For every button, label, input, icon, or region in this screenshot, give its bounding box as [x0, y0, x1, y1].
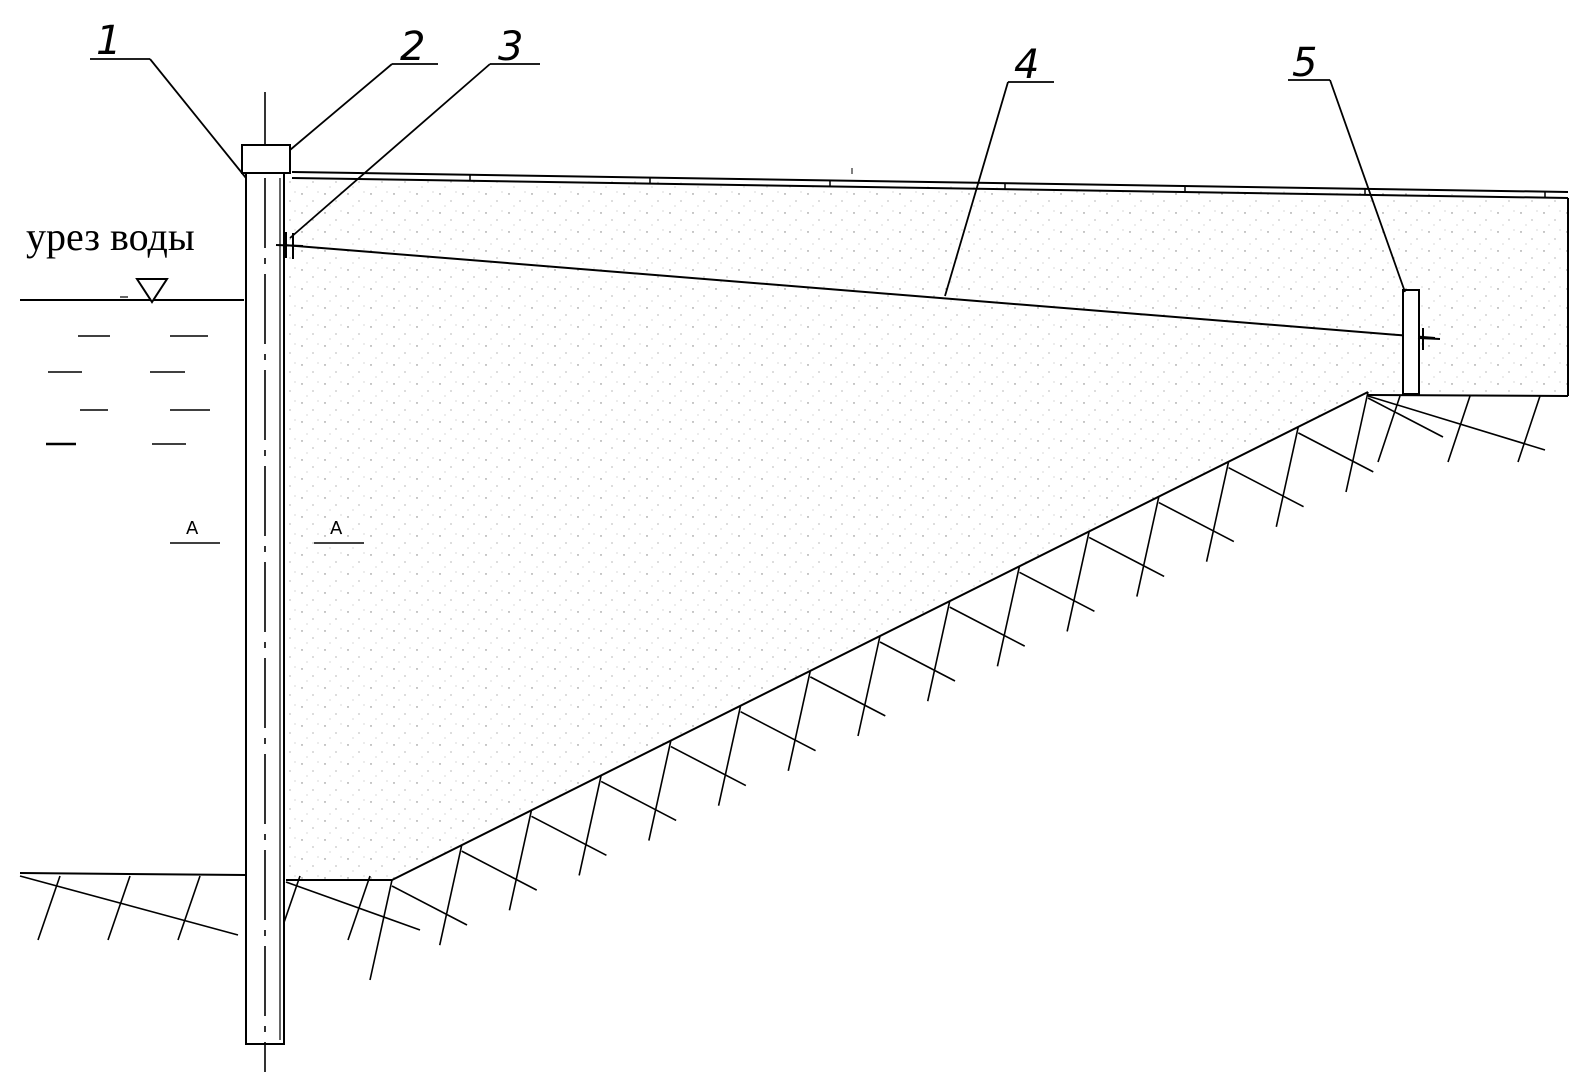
backfill-body [286, 176, 1568, 880]
hatch-line [1297, 432, 1374, 473]
hatch-line [1447, 395, 1471, 463]
hatch-line [1088, 536, 1165, 578]
hatch-line [177, 875, 201, 941]
label-4: 4 [1014, 42, 1039, 88]
water [20, 278, 244, 446]
label-5: 5 [1292, 40, 1317, 86]
section-label-left: А [186, 518, 199, 539]
hatch-line [1345, 391, 1369, 493]
hatch-line [787, 670, 812, 772]
leader-lines [90, 58, 1406, 297]
anchor-rod [283, 244, 1436, 339]
hatch-line [949, 606, 1026, 647]
water-level-marker [135, 278, 169, 304]
right-boundary [1367, 198, 1569, 397]
hatch-line [600, 780, 677, 822]
hatch-line [670, 745, 747, 787]
section-label-right: А [330, 518, 343, 539]
hatch-line [508, 810, 533, 911]
hatch-line [1377, 395, 1401, 463]
hatch-line [285, 881, 421, 931]
hatch-line [717, 705, 742, 806]
water-edge-label: урез воды [26, 214, 195, 259]
anchor-plate [1402, 289, 1441, 395]
hatch-line [809, 676, 886, 717]
hatch-line [391, 885, 468, 926]
ground-hatching [19, 391, 1546, 981]
top-surface [291, 168, 1569, 199]
hatch-line [1517, 395, 1541, 463]
hatch-line [740, 711, 816, 752]
cap-beam [241, 144, 291, 174]
label-2: 2 [400, 24, 425, 70]
hatch-line [438, 844, 463, 946]
hatch-line [1228, 467, 1304, 508]
hatch-line [1019, 571, 1095, 612]
hatch-line [531, 815, 607, 856]
hatch-line [107, 875, 131, 941]
hatch-line [648, 740, 672, 841]
hatch-line [461, 850, 538, 891]
hatch-line [996, 566, 1021, 667]
hatch-line [37, 875, 61, 941]
hatch-line [1158, 501, 1235, 543]
hatch-line [879, 641, 956, 682]
label-1: 1 [96, 18, 121, 64]
rod-connection [275, 232, 304, 259]
hatch-line [1275, 426, 1300, 528]
hatch-line [1205, 461, 1230, 562]
hatch-line [1367, 395, 1546, 451]
hatch-line [857, 635, 881, 737]
label-3: 3 [498, 24, 523, 70]
hatch-line [19, 875, 239, 936]
sheet-pile [245, 92, 285, 1072]
hatch-line [926, 600, 951, 702]
hatch-line [369, 879, 393, 981]
hatch-line [1066, 531, 1090, 632]
hatch-line [1367, 397, 1444, 438]
hatch-line [578, 775, 602, 876]
hatch-line [1136, 496, 1160, 597]
